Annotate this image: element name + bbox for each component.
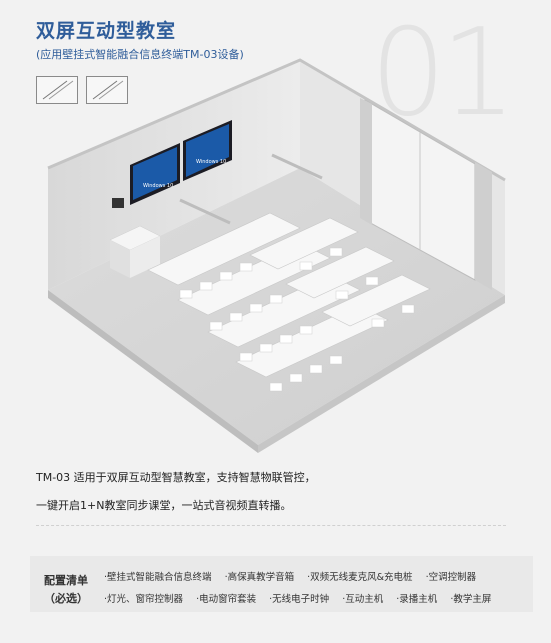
config-item: ·无线电子时钟 bbox=[269, 594, 330, 605]
curtain-right bbox=[475, 162, 492, 290]
config-panel bbox=[30, 556, 533, 612]
desk-rows bbox=[147, 212, 431, 378]
config-item: ·教学主屏 bbox=[450, 594, 492, 605]
config-item: ·高保真教学音箱 bbox=[224, 572, 295, 583]
screen-logo-left: Windows 10 bbox=[143, 183, 173, 189]
classroom-illustration: Windows 10 Windows 10 bbox=[47, 58, 506, 453]
terminal-device bbox=[112, 198, 124, 208]
config-title-line1: 配置清单 bbox=[44, 574, 88, 587]
curtain-left bbox=[360, 98, 372, 225]
config-item: ·互动主机 bbox=[342, 594, 384, 605]
page-title: 双屏互动型教室 bbox=[36, 20, 177, 42]
config-item: ·灯光、窗帘控制器 bbox=[104, 594, 184, 605]
description-line-1: TM-03 适用于双屏互动型智慧教室，支持智慧物联管控， bbox=[36, 471, 316, 484]
pen-slash-icon bbox=[42, 80, 74, 100]
pen-icon-box bbox=[36, 76, 78, 104]
pen-slash-icon-2 bbox=[92, 80, 124, 100]
config-title-line2: （必选） bbox=[44, 592, 88, 605]
screen-logo-right: Windows 10 bbox=[196, 159, 226, 165]
page-subtitle: (应用壁挂式智能融合信息终端TM-03设备) bbox=[36, 48, 244, 61]
config-item: ·壁挂式智能融合信息终端 bbox=[104, 572, 212, 583]
description-line-2: 一键开启1+N教室同步课堂，一站式音视频直转播。 bbox=[36, 499, 292, 512]
chairs bbox=[179, 247, 415, 392]
config-row-1: ·壁挂式智能融合信息终端 ·高保真教学音箱 ·双频无线麦克风&充电桩 ·空调控制… bbox=[104, 569, 486, 583]
config-item: ·空调控制器 bbox=[425, 572, 477, 583]
config-row-2: ·灯光、窗帘控制器 ·电动窗帘套装 ·无线电子时钟 ·互动主机 ·录播主机 ·教… bbox=[104, 591, 501, 605]
config-item: ·双频无线麦克风&充电桩 bbox=[307, 572, 413, 583]
config-title: 配置清单 （必选） bbox=[36, 572, 96, 608]
pen-icon-box-2 bbox=[86, 76, 128, 104]
divider bbox=[36, 525, 506, 526]
config-item: ·电动窗帘套装 bbox=[196, 594, 257, 605]
config-item: ·录播主机 bbox=[396, 594, 438, 605]
